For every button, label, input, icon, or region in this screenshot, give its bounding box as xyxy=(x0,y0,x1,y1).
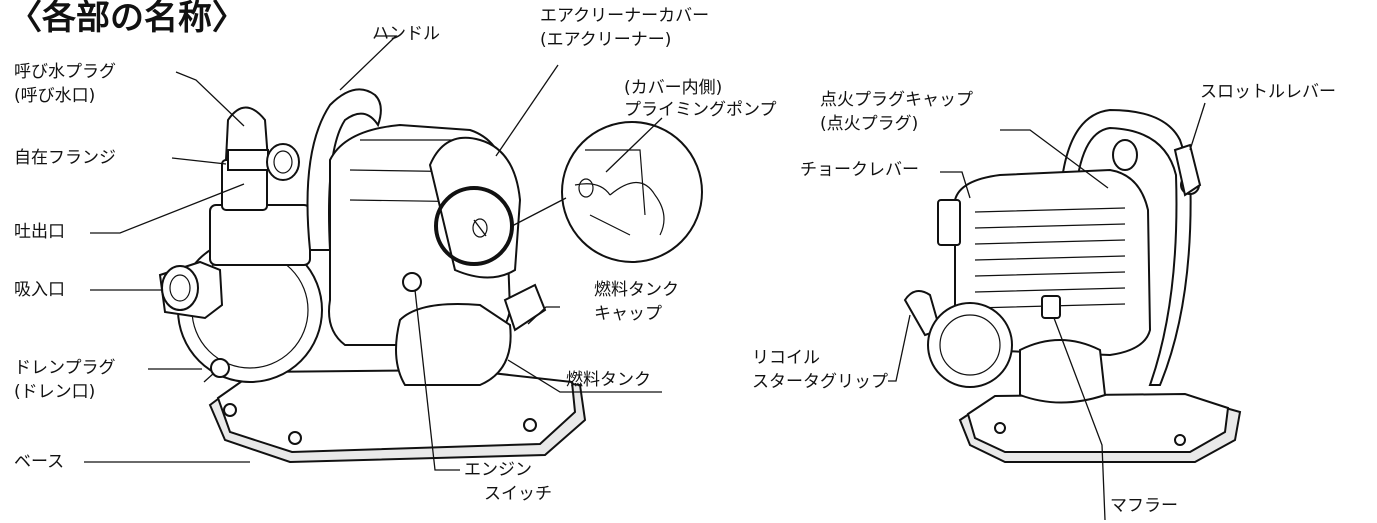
label-air-cleaner-cover: エアクリーナーカバー xyxy=(540,6,710,26)
label-plug-cap: 点火プラグキャップ xyxy=(820,90,973,110)
label-fuel-tank-cap-1: 燃料タンク xyxy=(594,280,679,300)
label-recoil-2: スタータグリップ xyxy=(752,372,888,392)
label-recoil-1: リコイル xyxy=(752,348,820,368)
label-drain-guchi: (ドレン口) xyxy=(14,382,96,402)
label-engine-switch-1: エンジン xyxy=(464,460,532,480)
label-base: ベース xyxy=(14,452,65,472)
label-choke-lever: チョークレバー xyxy=(800,160,919,180)
left-pump-drawing xyxy=(158,88,703,464)
label-yobimizu-plug: 呼び水プラグ xyxy=(14,62,116,82)
label-handle: ハンドル xyxy=(372,24,440,44)
label-cover-inside: (カバー内側) xyxy=(624,78,723,98)
label-air-cleaner: (エアクリーナー) xyxy=(540,30,672,50)
label-jizai-flange: 自在フランジ xyxy=(14,148,116,168)
label-yobimizu-guchi: (呼び水口) xyxy=(14,86,96,106)
label-fuel-tank-cap-2: キャップ xyxy=(594,304,662,324)
leader-lines xyxy=(84,35,1206,521)
page-title: 〈各部の名称〉 xyxy=(8,0,246,38)
label-engine-switch-2: スイッチ xyxy=(484,484,552,504)
label-drain-plug: ドレンプラグ xyxy=(14,358,116,378)
label-fuel-tank: 燃料タンク xyxy=(566,370,651,390)
label-throttle-lever: スロットルレバー xyxy=(1200,82,1336,102)
label-priming-pump: プライミングポンプ xyxy=(624,100,777,120)
label-toshutsu-guchi: 吐出口 xyxy=(14,222,65,242)
right-pump-drawing xyxy=(903,108,1242,463)
label-kyunyu-guchi: 吸入口 xyxy=(14,280,65,300)
label-plug: (点火プラグ) xyxy=(820,114,919,134)
label-muffler: マフラー xyxy=(1110,496,1178,516)
